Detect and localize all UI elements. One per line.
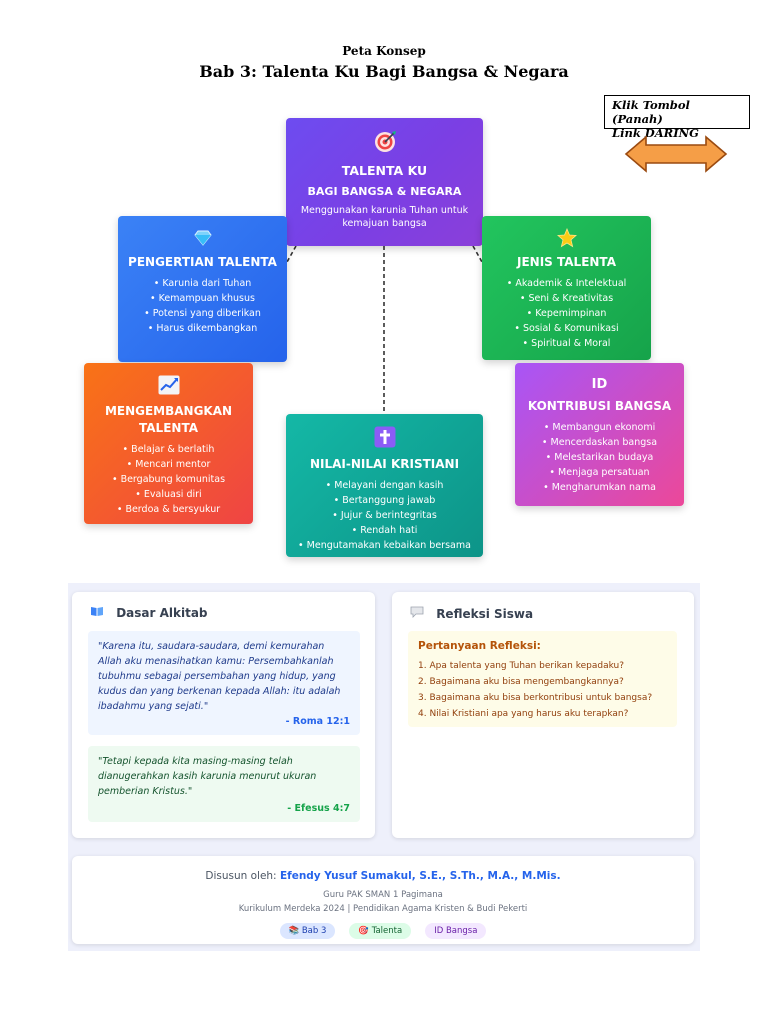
list-item: Belajar & berlatih [84, 442, 253, 457]
author-footer-card: Disusun oleh: Efendy Yusuf Sumakul, S.E.… [72, 856, 694, 944]
list-item: Karunia dari Tuhan [118, 276, 287, 291]
curriculum-line: Kurikulum Merdeka 2024 | Pendidikan Agam… [238, 904, 528, 914]
link-note-line2: Link DARING [612, 126, 699, 140]
double-arrow-link-button[interactable] [624, 135, 728, 173]
footer-tags: 📚 Bab 3 🎯 Talenta ID Bangsa [72, 923, 694, 939]
node-pengertian-talenta: PENGERTIAN TALENTA Karunia dari Tuhan Ke… [118, 216, 287, 362]
jenis-list: Akademik & Intelektual Seni & Kreativita… [482, 276, 651, 351]
list-item: Membangun ekonomi [515, 420, 684, 435]
list-item: Melayani dengan kasih [286, 478, 483, 493]
jenis-title: JENIS TALENTA [517, 255, 616, 269]
list-item: Mencari mentor [84, 457, 253, 472]
verse-roma-text: "Karena itu, saudara-saudara, demi kemur… [98, 641, 341, 712]
list-item: Rendah hati [286, 523, 483, 538]
node-jenis-talenta: JENIS TALENTA Akademik & Intelektual Sen… [482, 216, 651, 360]
book-icon [90, 606, 108, 620]
list-item: Jujur & berintegritas [286, 508, 483, 523]
cross-icon [374, 426, 395, 448]
list-item: Berdoa & bersyukur [84, 502, 253, 517]
author-prefix: Disusun oleh: [205, 870, 277, 882]
list-item: Bertanggung jawab [286, 493, 483, 508]
verse-efesus-ref: - Efesus 4:7 [287, 803, 350, 814]
list-item: 4. Nilai Kristiani apa yang harus aku te… [418, 709, 629, 719]
list-item: Mengharumkan nama [515, 480, 684, 495]
verse-roma-ref: - Roma 12:1 [285, 716, 350, 727]
list-item: 2. Bagaimana aku bisa mengembangkannya? [418, 677, 624, 687]
list-item: Potensi yang diberikan [118, 306, 287, 321]
connector-jenis [472, 245, 483, 263]
list-item: Kepemimpinan [482, 306, 651, 321]
kontribusi-list: Membangun ekonomi Mencerdaskan bangsa Me… [515, 420, 684, 495]
nilai-title: NILAI-NILAI KRISTIANI [309, 457, 460, 471]
list-item: Harus dikembangkan [118, 321, 287, 336]
tag-bangsa: ID Bangsa [425, 923, 487, 939]
pengertian-list: Karunia dari Tuhan Kemampuan khusus Pote… [118, 276, 287, 336]
list-item: Akademik & Intelektual [482, 276, 651, 291]
list-item: Mengutamakan kebaikan bersama [286, 538, 483, 553]
list-item: Evaluasi diri [84, 487, 253, 502]
page-subtitle: Peta Konsep [342, 44, 426, 58]
node-mengembangkan-talenta: MENGEMBANGKAN TALENTA Belajar & berlatih… [84, 363, 253, 524]
node-nilai-kristiani: NILAI-NILAI KRISTIANI Melayani dengan ka… [286, 414, 483, 557]
id-flag-icon: ID [591, 377, 608, 392]
refleksi-heading-text: Refleksi Siswa [436, 607, 534, 621]
list-item: Sosial & Komunikasi [482, 321, 651, 336]
center-node-talenta: TALENTA KU BAGI BANGSA & NEGARA Mengguna… [286, 118, 483, 246]
list-item: Spiritual & Moral [482, 336, 651, 351]
refleksi-questions-box: Pertanyaan Refleksi: 1. Apa talenta yang… [408, 631, 677, 727]
center-description: Menggunakan karunia Tuhan untuk kemajuan… [300, 205, 469, 229]
refleksi-box-title: Pertanyaan Refleksi: [418, 640, 541, 652]
list-item: 1. Apa talenta yang Tuhan berikan kepada… [418, 661, 625, 671]
pengertian-title: PENGERTIAN TALENTA [128, 255, 277, 269]
target-icon [374, 131, 396, 152]
kontribusi-title: KONTRIBUSI BANGSA [527, 399, 672, 413]
nilai-list: Melayani dengan kasih Bertanggung jawab … [286, 478, 483, 553]
center-subtitle: BAGI BANGSA & NEGARA [307, 185, 462, 198]
list-item: Bergabung komunitas [84, 472, 253, 487]
list-item: 3. Bagaimana aku bisa berkontribusi untu… [418, 693, 653, 703]
node-kontribusi-bangsa: ID KONTRIBUSI BANGSA Membangun ekonomi M… [515, 363, 684, 506]
dasar-alkitab-heading: Dasar Alkitab [90, 606, 208, 620]
mengembangkan-list: Belajar & berlatih Mencari mentor Bergab… [84, 442, 253, 517]
list-item: Seni & Kreativitas [482, 291, 651, 306]
dasar-heading-text: Dasar Alkitab [116, 606, 208, 620]
refleksi-question-list: 1. Apa talenta yang Tuhan berikan kepada… [418, 658, 667, 722]
author-line: Disusun oleh: Efendy Yusuf Sumakul, S.E.… [72, 870, 694, 882]
list-item: Melestarikan budaya [515, 450, 684, 465]
speech-bubble-icon [410, 606, 428, 621]
list-item: Mencerdaskan bangsa [515, 435, 684, 450]
verse-roma: "Karena itu, saudara-saudara, demi kemur… [88, 631, 360, 735]
tag-talenta: 🎯 Talenta [349, 923, 412, 939]
diamond-icon [193, 230, 212, 246]
star-icon [556, 228, 577, 248]
connector-pengertian [286, 245, 297, 263]
tag-bab: 📚 Bab 3 [279, 923, 336, 939]
daring-link-note: Klik Tombol (Panah) Link DARING [604, 95, 750, 140]
center-title: TALENTA KU [341, 163, 428, 178]
double-arrow-icon[interactable] [624, 135, 728, 173]
verse-efesus: "Tetapi kepada kita masing-masing telah … [88, 746, 360, 822]
mengembangkan-title: MENGEMBANGKAN TALENTA [104, 404, 233, 435]
verse-efesus-text: "Tetapi kepada kita masing-masing telah … [98, 756, 317, 797]
list-item: Menjaga persatuan [515, 465, 684, 480]
list-item: Kemampuan khusus [118, 291, 287, 306]
refleksi-heading: Refleksi Siswa [410, 606, 533, 621]
chart-up-icon [158, 375, 179, 395]
link-note-line1: Klik Tombol (Panah) [612, 98, 690, 126]
author-role: Guru PAK SMAN 1 Pagimana [323, 890, 443, 900]
author-name: Efendy Yusuf Sumakul, S.E., S.Th., M.A.,… [279, 870, 561, 882]
page-title: Bab 3: Talenta Ku Bagi Bangsa & Negara [199, 62, 569, 81]
